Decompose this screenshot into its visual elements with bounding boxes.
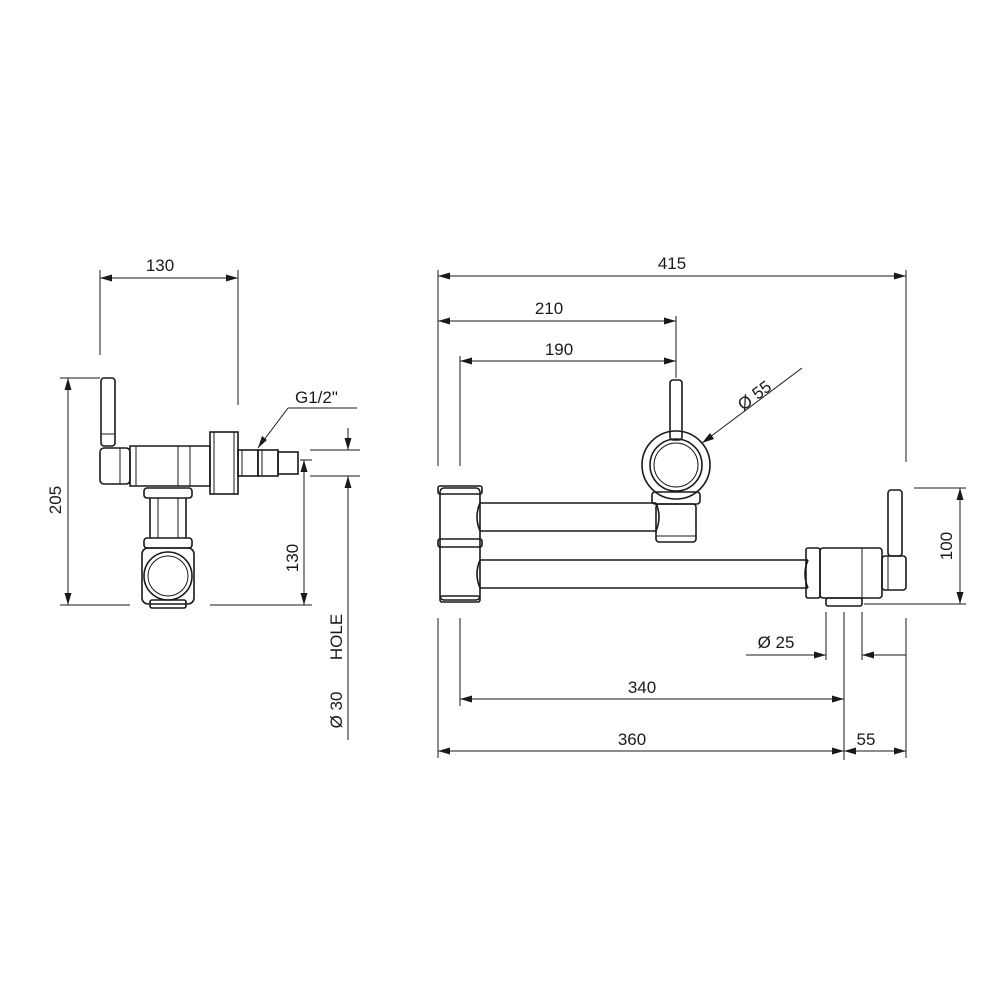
- front-view: 415 210 190 Ø 55: [437, 254, 966, 760]
- label-spout-reach: 340: [628, 678, 656, 697]
- label-thread: G1/2": [295, 388, 338, 407]
- label-side-width: 130: [146, 256, 174, 275]
- dim-side-height: [60, 377, 130, 606]
- label-knob-diameter: Ø 55: [734, 377, 775, 414]
- side-lever: [100, 377, 116, 447]
- label-end-width: 55: [857, 730, 876, 749]
- side-view: 130 205 130 G1/2": [46, 256, 360, 740]
- dim-side-inlet-height: [210, 459, 312, 606]
- label-hole: HOLE: [327, 614, 346, 660]
- label-side-height: 205: [46, 486, 65, 514]
- front-knob: [641, 379, 711, 543]
- side-valve-body: [99, 445, 211, 487]
- label-lever-offset: 210: [535, 299, 563, 318]
- dim-total-width: [437, 270, 907, 466]
- dim-base-length: [437, 618, 907, 758]
- dim-hole: [310, 428, 360, 740]
- label-base-length: 360: [618, 730, 646, 749]
- thread-leader: [257, 407, 357, 449]
- dim-front-height: [864, 487, 966, 605]
- dim-spout-reach: [459, 612, 845, 760]
- front-upper-arm: [476, 502, 660, 532]
- dim-side-width: [99, 270, 239, 405]
- label-front-height: 100: [937, 532, 956, 560]
- side-wall-flange: [209, 431, 239, 495]
- dim-lever-offset: [438, 316, 677, 378]
- side-thread-inlet: [237, 449, 299, 477]
- dim-arm-offset: [459, 356, 676, 466]
- label-hole-diameter: Ø 30: [327, 692, 346, 729]
- dim-knob-diameter: [701, 367, 803, 444]
- front-swivel-body: [437, 485, 483, 603]
- label-total-width: 415: [658, 254, 686, 273]
- dim-outlet-diameter: [746, 612, 906, 660]
- label-side-inlet-height: 130: [283, 544, 302, 572]
- side-arm-joint: [141, 547, 195, 609]
- label-arm-offset: 190: [545, 340, 573, 359]
- label-outlet-diameter: Ø 25: [758, 633, 795, 652]
- front-lower-arm: [476, 559, 809, 589]
- front-spout-head: [805, 489, 907, 607]
- side-swivel-column: [143, 487, 193, 549]
